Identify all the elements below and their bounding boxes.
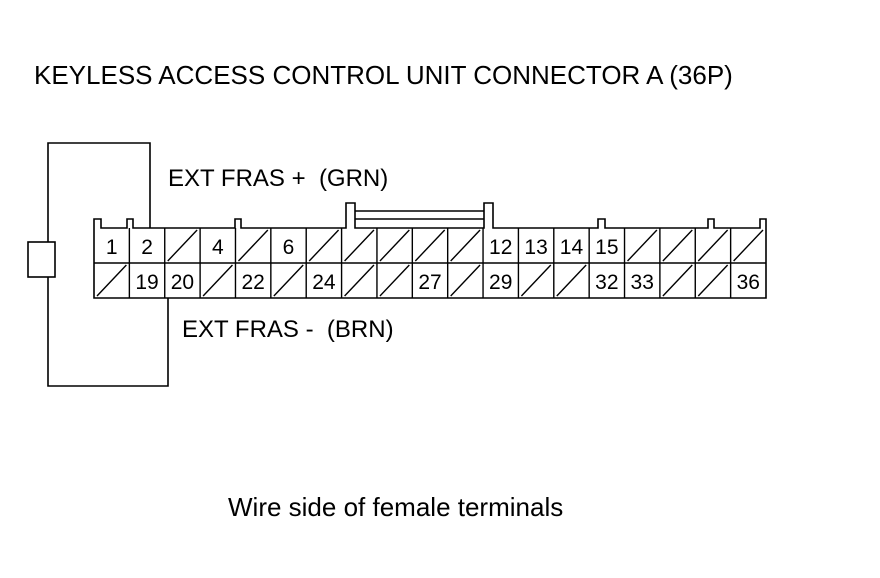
wire-label-ext-fras-minus: EXT FRAS - (BRN)	[182, 316, 394, 343]
terminal-number: 33	[631, 271, 654, 294]
terminal-number: 1	[106, 236, 118, 259]
terminal-number: 29	[489, 271, 512, 294]
empty-cavity-slash	[344, 229, 375, 262]
empty-cavity-slash	[733, 229, 764, 262]
empty-cavity-slash	[556, 264, 587, 297]
terminal-number: 36	[737, 271, 760, 294]
empty-cavity-slash	[96, 264, 127, 297]
empty-cavity-slash	[520, 264, 552, 297]
empty-cavity-slash	[450, 264, 481, 297]
empty-cavity-slash	[627, 229, 658, 262]
terminal-number: 12	[489, 236, 512, 259]
terminal-number: 20	[171, 271, 194, 294]
empty-cavity-slash	[662, 229, 693, 262]
terminal-number: 14	[560, 236, 584, 259]
terminal-number: 13	[524, 236, 547, 259]
empty-cavity-slash	[450, 229, 481, 262]
diagram-caption: Wire side of female terminals	[228, 492, 563, 522]
empty-cavity-slash	[662, 264, 693, 297]
wire-label-ext-fras-plus: EXT FRAS + (GRN)	[168, 165, 388, 192]
empty-cavity-slash	[237, 229, 269, 262]
terminal-number: 15	[595, 236, 618, 259]
empty-cavity-slash	[308, 229, 340, 262]
empty-cavity-slash	[167, 229, 198, 262]
empty-cavity-slash	[202, 264, 233, 297]
empty-cavity-slash	[697, 229, 729, 262]
connector-housing	[93, 202, 767, 299]
terminal-number: 24	[312, 271, 336, 294]
terminal-number: 19	[135, 271, 158, 294]
terminal-number: 32	[595, 271, 618, 294]
terminal-number: 6	[283, 236, 295, 259]
terminal-number: 2	[141, 236, 153, 259]
empty-cavity-slash	[379, 264, 410, 297]
empty-cavity-slash	[379, 229, 410, 262]
terminal-number: 27	[418, 271, 441, 294]
empty-cavity-slash	[697, 264, 729, 297]
empty-cavity-slash	[273, 264, 304, 297]
empty-cavity-slash	[414, 229, 446, 262]
terminal-number: 4	[212, 236, 224, 259]
connector-latch	[27, 241, 56, 278]
empty-cavity-slash	[344, 264, 375, 297]
terminal-number: 22	[241, 271, 264, 294]
diagram-title: KEYLESS ACCESS CONTROL UNIT CONNECTOR A …	[34, 60, 733, 90]
